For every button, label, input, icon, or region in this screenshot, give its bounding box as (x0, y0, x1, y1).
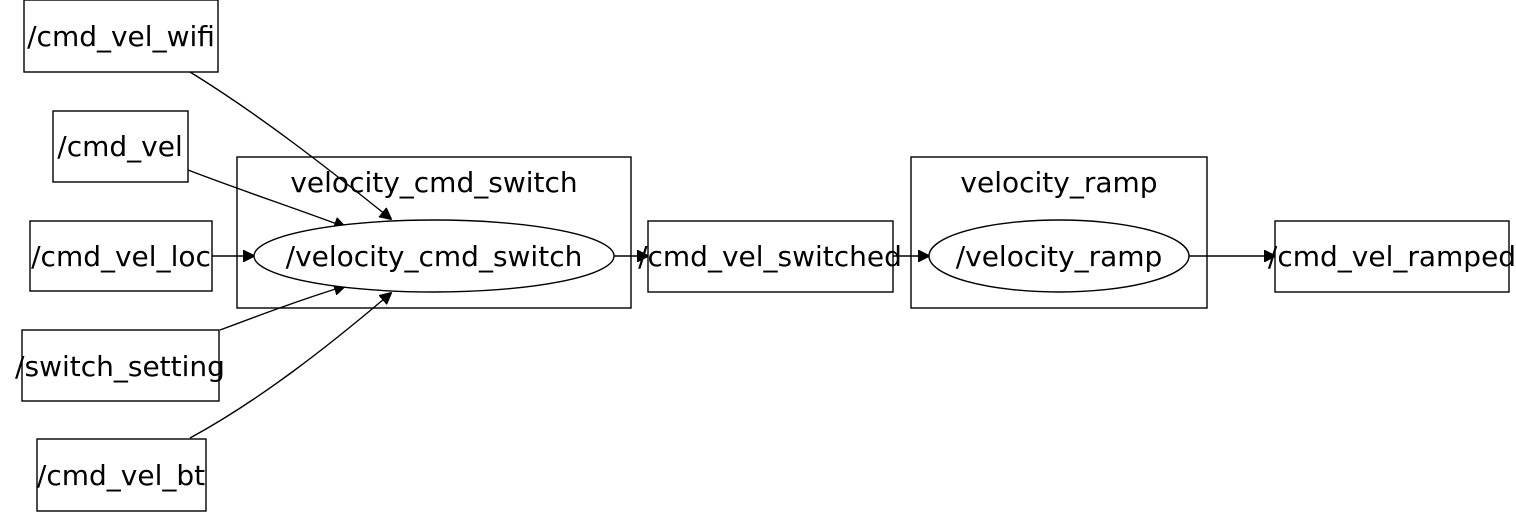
topic-cmd-vel-loc-box[interactable] (29, 220, 213, 292)
topic-cmd-vel-wifi-label: /cmd_vel_wifi (27, 20, 215, 53)
edges (187, 71, 1275, 439)
topic-cmd-vel-wifi-box[interactable] (23, 0, 219, 73)
topic-cmd-vel-ramped-label: /cmd_vel_ramped (1268, 240, 1516, 273)
topic-cmd-vel-bt-label: /cmd_vel_bt (37, 459, 205, 492)
topic-cmd-vel-bt[interactable]: /cmd_vel_bt (36, 438, 207, 512)
edge-cmd-vel[interactable] (187, 169, 345, 227)
node-velocity-cmd-switch[interactable]: /velocity_cmd_switch (253, 219, 615, 293)
node-velocity-ramp-ellipse[interactable] (928, 219, 1190, 293)
cluster-velocity-ramp-label: velocity_ramp (960, 166, 1157, 199)
cluster-velocity-cmd-switch-label: velocity_cmd_switch (290, 166, 577, 199)
topic-cmd-vel-loc-label: /cmd_vel_loc (31, 240, 211, 273)
edge-cmd-vel-wifi[interactable] (189, 71, 391, 219)
cluster-velocity-ramp: velocity_ramp (910, 156, 1208, 309)
topic-switch-setting-label: /switch_setting (15, 350, 225, 383)
node-velocity-ramp[interactable]: /velocity_ramp (928, 219, 1190, 293)
topic-cmd-vel[interactable]: /cmd_vel (52, 110, 189, 183)
edge-switch-setting[interactable] (219, 286, 345, 331)
topic-switch-setting-box[interactable] (21, 329, 220, 402)
node-velocity-cmd-switch-ellipse[interactable] (253, 219, 615, 293)
topic-cmd-vel-bt-box[interactable] (36, 438, 207, 512)
topic-cmd-vel-ramped[interactable]: /cmd_vel_ramped (1268, 220, 1516, 293)
topic-cmd-vel-ramped-box[interactable] (1274, 220, 1510, 293)
topic-cmd-vel-switched-box[interactable] (647, 220, 894, 293)
cluster-velocity-ramp-box (910, 156, 1208, 309)
edge-cmd-vel-bt[interactable] (189, 293, 391, 439)
topic-cmd-vel-label: /cmd_vel (57, 130, 182, 163)
topic-cmd-vel-loc[interactable]: /cmd_vel_loc (29, 220, 213, 292)
topic-switch-setting[interactable]: /switch_setting (15, 329, 225, 402)
topic-cmd-vel-switched-label: /cmd_vel_switched (638, 240, 902, 273)
topic-cmd-vel-wifi[interactable]: /cmd_vel_wifi (23, 0, 219, 73)
cluster-velocity-cmd-switch: velocity_cmd_switch (236, 156, 632, 309)
topic-cmd-vel-switched[interactable]: /cmd_vel_switched (638, 220, 902, 293)
node-velocity-ramp-label: /velocity_ramp (956, 240, 1163, 273)
node-velocity-cmd-switch-label: /velocity_cmd_switch (286, 240, 583, 273)
topic-cmd-vel-box[interactable] (52, 110, 189, 183)
cluster-velocity-cmd-switch-box (236, 156, 632, 309)
